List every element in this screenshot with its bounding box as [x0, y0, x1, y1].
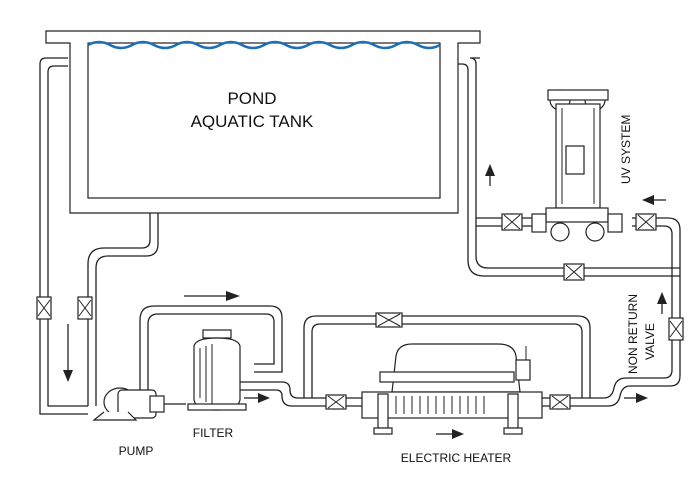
filter: FILTER — [187, 329, 247, 440]
pipe-tank-to-pump — [36, 57, 159, 415]
filter-label: FILTER — [193, 426, 234, 440]
electric-heater: ELECTRIC HEATER — [361, 343, 543, 465]
flow-arrow-icon — [63, 370, 73, 382]
valve-icon — [36, 296, 52, 320]
flow-arrow-icon — [258, 393, 270, 403]
electric-heater-label: ELECTRIC HEATER — [401, 451, 512, 465]
pipe-heater-to-valve: NON RETURN VALVE — [542, 262, 684, 410]
pipe-filter-to-heater — [240, 312, 591, 410]
valve-icon — [563, 263, 585, 281]
valve-icon — [501, 213, 523, 231]
tank-title-line1: POND — [227, 89, 276, 108]
non-return-valve — [668, 317, 684, 341]
non-return-valve-label-line2: VALVE — [643, 323, 657, 360]
uv-system-label: UV SYSTEM — [619, 115, 633, 184]
valve-icon — [325, 394, 347, 410]
flow-arrow-icon — [485, 164, 495, 176]
flow-arrow-icon — [642, 195, 654, 205]
water-surface — [87, 40, 441, 50]
pipe-pump-to-filter — [139, 291, 283, 405]
valve-icon — [77, 296, 93, 320]
non-return-valve-label-line1: NON RETURN — [626, 294, 640, 374]
valve-icon — [635, 213, 657, 231]
uv-system-unit: UV SYSTEM — [531, 89, 633, 242]
tank-title-line2: AQUATIC TANK — [191, 112, 314, 131]
pump-label: PUMP — [119, 444, 154, 458]
valve-icon — [549, 394, 571, 410]
flow-arrow-icon — [226, 291, 240, 301]
pump: PUMP — [92, 387, 165, 458]
flow-arrow-icon — [657, 292, 667, 304]
flow-arrow-icon — [452, 429, 464, 439]
pond-tank: POND AQUATIC TANK — [45, 30, 481, 214]
uv-loop-piping — [458, 57, 681, 281]
valve-icon — [375, 312, 403, 328]
flow-arrow-icon — [636, 393, 648, 403]
